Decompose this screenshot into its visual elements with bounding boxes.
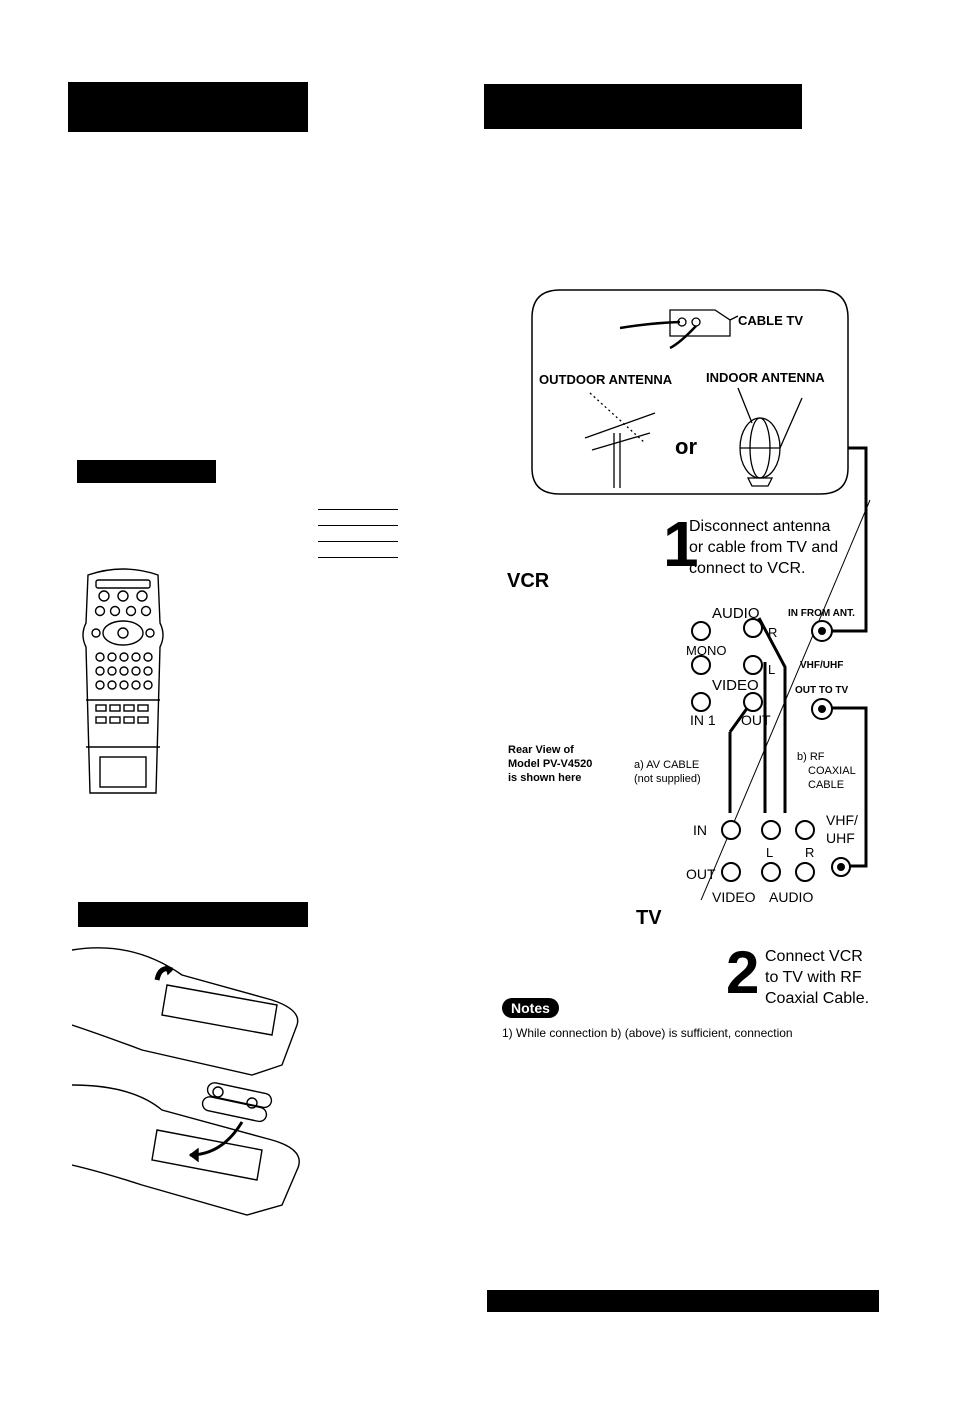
remote-section-bar — [77, 460, 216, 483]
tv-audio-label: AUDIO — [769, 889, 814, 905]
antenna-source-panel: or — [531, 289, 849, 495]
step-2-number: 2 — [726, 939, 760, 1006]
av-cable-line-1: a) AV CABLE — [634, 759, 700, 771]
rear-view-line-2: Model PV-V4520 — [508, 758, 593, 770]
bottom-footer-bar — [487, 1290, 879, 1312]
left-header-bar — [68, 82, 308, 132]
vcr-l-label: L — [768, 662, 776, 677]
step-1-number: 1 — [663, 508, 699, 580]
tv-in-label: IN — [693, 822, 707, 838]
mono-label: MONO — [686, 643, 727, 658]
right-header-bar — [484, 84, 802, 129]
tv-vhf-line-1: VHF/ — [826, 812, 858, 828]
battery-section-bar — [78, 902, 308, 927]
step-1-line-3: connect to VCR. — [689, 560, 806, 577]
notes-badge: Notes — [502, 998, 559, 1018]
vcr-jacks — [691, 618, 833, 720]
rear-view-line-1: Rear View of — [508, 744, 574, 756]
vhf-uhf-label: VHF/UHF — [800, 660, 844, 671]
rf-cable-line-2: COAXIAL — [808, 765, 856, 777]
in1-label: IN 1 — [690, 712, 716, 728]
tv-out-label: OUT — [686, 866, 716, 882]
vcr-r-label: R — [768, 625, 778, 640]
av-cable-line-2: (not supplied) — [634, 773, 701, 785]
step-1-line-1: Disconnect antenna — [689, 518, 831, 535]
blank-rule-2 — [318, 525, 398, 526]
vcr-label: VCR — [507, 570, 550, 592]
step-1-line-2: or cable from TV and — [689, 539, 839, 556]
tv-vhf-line-2: UHF — [826, 830, 855, 846]
tv-video-label: VIDEO — [712, 889, 756, 905]
out-to-tv-label: OUT TO TV — [795, 685, 849, 696]
in-from-ant-label: IN FROM ANT. — [788, 608, 855, 619]
step-2-line-1: Connect VCR — [765, 948, 863, 965]
vcr-out-label: OUT — [741, 712, 771, 728]
cable-tv-label: CABLE TV — [738, 313, 803, 328]
step-2-line-3: Coaxial Cable. — [765, 990, 870, 1007]
notes-text: 1) While connection b) (above) is suffic… — [502, 1026, 793, 1040]
tv-l-label: L — [766, 845, 774, 860]
rf-cable-line-3: CABLE — [808, 779, 845, 791]
blank-rule-4 — [318, 557, 398, 558]
remote-control-illustration — [82, 568, 164, 794]
or-label: or — [675, 434, 697, 459]
tv-r-label: R — [805, 845, 815, 860]
connection-wires — [700, 446, 871, 900]
tv-jacks — [721, 820, 851, 882]
battery-installation-illustration — [72, 947, 300, 1216]
audio-label: AUDIO — [712, 605, 760, 622]
tv-label: TV — [636, 907, 662, 929]
blank-rule-3 — [318, 541, 398, 542]
indoor-antenna-label: INDOOR ANTENNA — [706, 370, 825, 385]
blank-rule-1 — [318, 509, 398, 510]
step-2-line-2: to TV with RF — [765, 969, 862, 986]
outdoor-antenna-label: OUTDOOR ANTENNA — [539, 372, 673, 387]
rf-cable-line-1: b) RF — [797, 751, 825, 763]
video-label: VIDEO — [712, 677, 759, 694]
rear-view-line-3: is shown here — [508, 772, 582, 784]
